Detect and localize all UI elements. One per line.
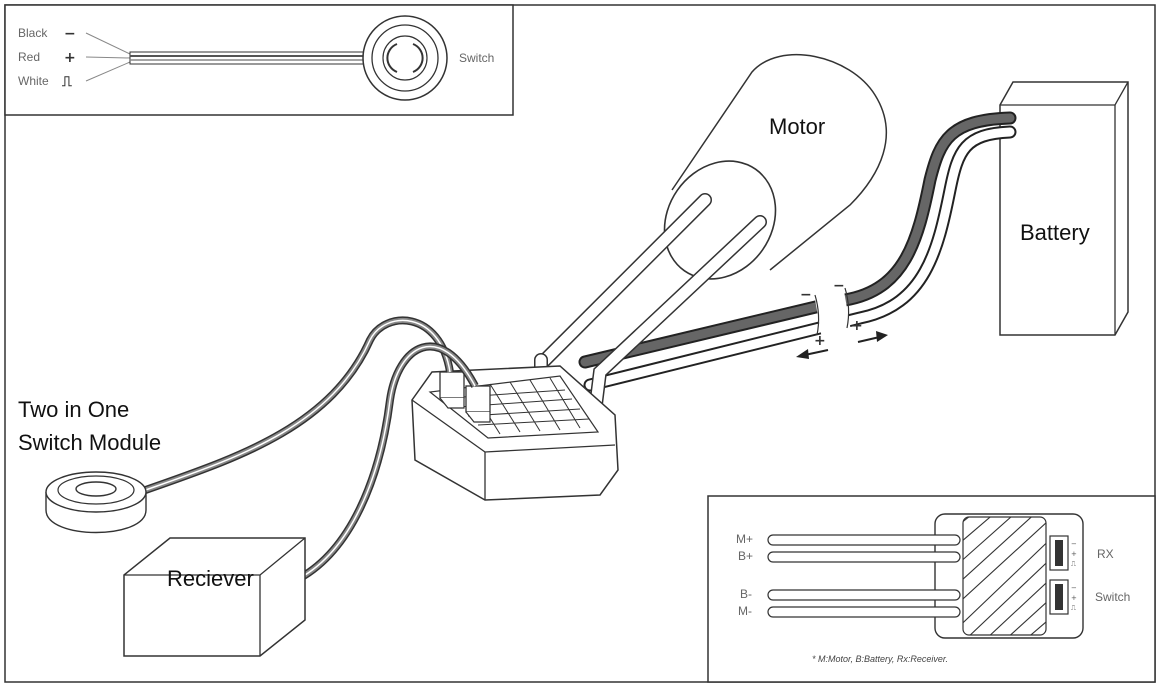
lead-label-m-plus: M+ bbox=[736, 532, 753, 546]
wire-label-red: Red bbox=[18, 50, 40, 64]
battery-label: Battery bbox=[1020, 220, 1090, 245]
esc-pinout-inset: − + ⎍ − + ⎍ M+ B+ B- M- RX Switch * M:Mo… bbox=[707, 495, 1156, 683]
rx-pin-signal: ⎍ bbox=[1071, 560, 1076, 568]
battery-negative-left: − bbox=[800, 287, 812, 303]
switch-wiring-inset: Black Red White − + ⎍ Switch bbox=[4, 4, 514, 116]
esc-icon bbox=[411, 365, 619, 501]
switch-button-icon bbox=[362, 15, 448, 101]
switch-port-label: Switch bbox=[1095, 590, 1130, 604]
plus-symbol: + bbox=[64, 50, 76, 66]
wire-label-black: Black bbox=[18, 26, 48, 40]
switch-pin-plus: + bbox=[1071, 594, 1077, 602]
battery-icon bbox=[999, 81, 1129, 336]
switch-module-icon bbox=[45, 471, 147, 534]
lead-label-b-minus: B- bbox=[740, 587, 752, 601]
wire-label-white: White bbox=[18, 74, 49, 88]
connect-arrows-icon bbox=[796, 331, 888, 359]
switch-pin-minus: − bbox=[1071, 584, 1077, 592]
lead-label-m-minus: M- bbox=[738, 604, 752, 618]
switch-module-label-line1: Two in One bbox=[18, 397, 129, 422]
diagram-frame bbox=[4, 4, 1156, 683]
minus-symbol: − bbox=[64, 26, 76, 42]
rx-port-label: RX bbox=[1097, 547, 1114, 561]
receiver-icon bbox=[123, 537, 306, 657]
battery-wires bbox=[578, 111, 1017, 392]
battery-positive-right: + bbox=[851, 318, 863, 334]
switch-pin-signal: ⎍ bbox=[1071, 604, 1076, 612]
signal-symbol: ⎍ bbox=[62, 74, 72, 90]
lead-label-b-plus: B+ bbox=[738, 549, 753, 563]
signal-cables bbox=[138, 316, 479, 582]
receiver-label: Reciever bbox=[167, 566, 254, 591]
motor-label: Motor bbox=[769, 114, 825, 139]
battery-negative-right: − bbox=[833, 278, 845, 294]
rx-pin-plus: + bbox=[1071, 550, 1077, 558]
switch-module-label-line2: Switch Module bbox=[18, 430, 161, 455]
switch-ribbon-cable bbox=[129, 51, 366, 65]
rx-pin-minus: − bbox=[1071, 540, 1077, 548]
battery-positive-left: + bbox=[814, 333, 826, 349]
abbreviation-legend: * M:Motor, B:Battery, Rx:Receiver. bbox=[812, 654, 948, 664]
switch-label: Switch bbox=[459, 51, 494, 65]
